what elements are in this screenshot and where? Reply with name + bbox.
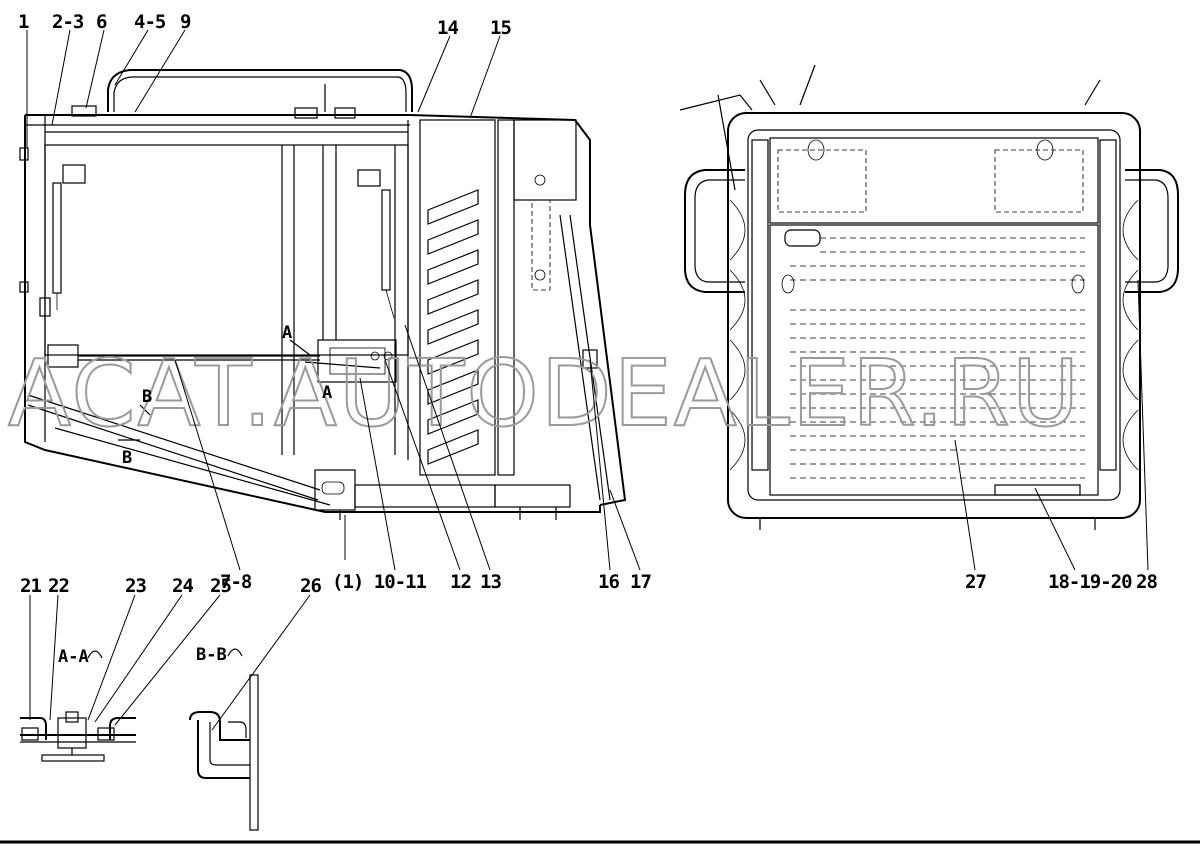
callout-1: 1 xyxy=(18,11,29,33)
callout-15: 15 xyxy=(490,17,511,39)
side-view-outline-right xyxy=(25,114,627,506)
section-bb-panel xyxy=(249,674,259,831)
watermark: ACAT.AUTODEALER.RU xyxy=(8,340,1081,447)
callout-27: 27 xyxy=(965,571,986,593)
door-latch xyxy=(317,339,397,383)
side-handle-right xyxy=(1125,169,1179,293)
section-label-bb: B-B xyxy=(196,645,227,665)
callout-12: 12 xyxy=(450,571,471,593)
section-mark-b-lower: B xyxy=(122,448,132,468)
rear-view-outline xyxy=(727,112,1141,519)
side-view-outline-left xyxy=(24,115,601,513)
callout-18-19-20: 18-19-20 xyxy=(1048,571,1132,593)
callout-2-3: 2-3 xyxy=(52,11,84,33)
rear-grille xyxy=(769,224,1099,496)
rear-panel-right xyxy=(994,149,1084,213)
side-view xyxy=(19,69,627,520)
callout-17: 17 xyxy=(630,571,651,593)
grille-pattern xyxy=(790,237,1085,479)
section-mark-a-lower: A xyxy=(322,383,332,403)
callout-4-5: 4-5 xyxy=(134,11,166,33)
callout-7-8: 7-8 xyxy=(220,571,252,593)
callout-21: 21 xyxy=(20,575,41,597)
callout-16: 16 xyxy=(598,571,619,593)
gas-strut-right xyxy=(381,189,391,291)
roof-handle xyxy=(107,69,413,112)
section-aa-view xyxy=(20,711,136,762)
callout-24: 24 xyxy=(172,575,193,597)
section-marks: A A B B xyxy=(122,323,332,468)
callout-1-10-11: (1) 10-11 xyxy=(332,571,427,593)
section-mark-a-upper: A xyxy=(282,323,292,343)
callout-13: 13 xyxy=(480,571,501,593)
section-view-labels: A-A B-B xyxy=(58,645,243,667)
callout-28: 28 xyxy=(1136,571,1157,593)
section-bb-arc-icon xyxy=(227,648,243,657)
side-window-frame xyxy=(44,144,409,356)
callout-25: 25 xyxy=(210,575,231,597)
side-handle-left xyxy=(684,169,745,293)
callout-14: 14 xyxy=(437,17,458,39)
callout-9: 9 xyxy=(180,11,191,33)
callout-22: 22 xyxy=(48,575,69,597)
section-label-aa: A-A xyxy=(58,647,89,667)
callout-labels: 1 2-3 6 4-5 9 14 15 7-8 (1) 10-11 12 13 … xyxy=(18,11,1158,597)
rear-view xyxy=(679,64,1179,530)
section-mark-b-upper: B xyxy=(142,387,152,407)
section-bb-view xyxy=(189,674,259,831)
leader-lines xyxy=(26,29,1149,731)
section-aa-arc-icon xyxy=(87,650,103,659)
rear-panel-left xyxy=(777,149,867,213)
gas-strut-left xyxy=(52,182,62,294)
callout-6: 6 xyxy=(96,11,107,33)
callout-23: 23 xyxy=(125,575,146,597)
gas-strut-bracket xyxy=(62,164,86,184)
callout-26: 26 xyxy=(300,575,321,597)
